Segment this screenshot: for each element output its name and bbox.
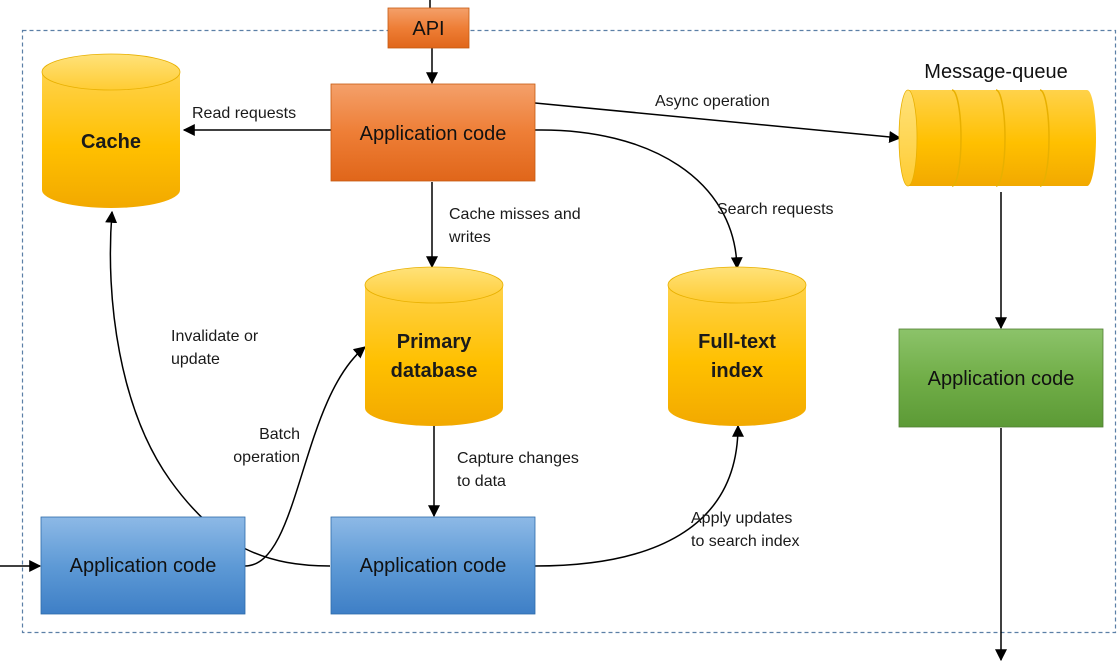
label-apply-1: Apply updates [691, 510, 792, 527]
app-code-cdc-label: Application code [360, 555, 507, 577]
label-capture-2: to data [457, 473, 506, 490]
system-boundary [21, 29, 1117, 634]
app-code-consumer-label: Application code [928, 368, 1075, 390]
api-label: API [412, 18, 444, 40]
label-apply-2: to search index [691, 533, 800, 550]
label-batch-1: Batch [259, 426, 300, 443]
primary-database-cylinder[interactable]: Primary database [364, 266, 504, 426]
primary-database-label-1: Primary [397, 331, 472, 353]
app-code-consumer[interactable]: Application code [898, 328, 1104, 428]
edge-labels: Read requests Async operation Cache miss… [171, 93, 834, 550]
app-code-batch-label: Application code [70, 555, 217, 577]
api-node[interactable]: API [387, 7, 470, 49]
edge-search-requests [534, 129, 743, 270]
label-cache-misses-2: writes [448, 229, 491, 246]
fulltext-index-label-2: index [711, 360, 763, 382]
label-cache-misses-1: Cache misses and [449, 206, 581, 223]
edge-invalidate [105, 210, 331, 567]
queue-slot-divider [951, 89, 962, 187]
cache-label: Cache [81, 131, 141, 153]
label-batch-2: operation [233, 449, 300, 466]
app-code-top[interactable]: Application code [330, 83, 536, 182]
fulltext-index-label-1: Full-text [698, 331, 776, 353]
app-code-batch[interactable]: Application code [40, 516, 246, 615]
edge-batch-operation [244, 346, 366, 567]
message-queue-title: Message-queue [924, 61, 1067, 83]
label-capture-1: Capture changes [457, 450, 579, 467]
label-invalidate-2: update [171, 351, 220, 368]
label-invalidate-1: Invalidate or [171, 328, 259, 345]
edges [0, 0, 1007, 662]
fulltext-index-cylinder[interactable]: Full-text index [667, 266, 807, 426]
edge-apply-updates [534, 424, 744, 567]
label-async-operation: Async operation [655, 93, 770, 110]
app-code-cdc[interactable]: Application code [330, 516, 536, 615]
cache-cylinder[interactable]: Cache [41, 53, 181, 208]
message-queue[interactable]: Message-queue [898, 61, 1096, 187]
label-search-requests: Search requests [717, 201, 834, 218]
queue-slot-divider [1039, 89, 1050, 187]
primary-database-label-2: database [391, 360, 478, 382]
edge-async-operation [534, 102, 902, 143]
queue-slot-divider [995, 89, 1006, 187]
label-read-requests: Read requests [192, 105, 296, 122]
app-code-top-label: Application code [360, 123, 507, 145]
